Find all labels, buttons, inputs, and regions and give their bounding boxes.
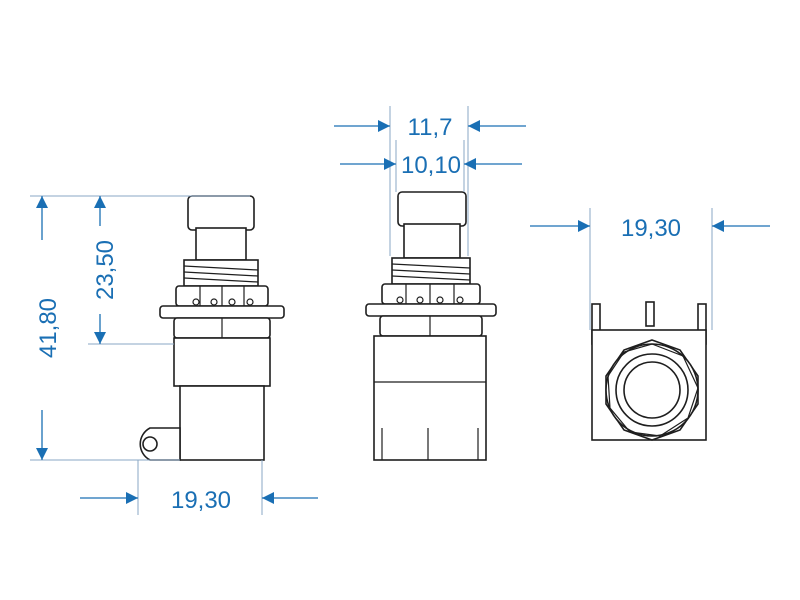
side-view-extension-lines	[30, 195, 263, 515]
front-view-extension-lines	[389, 106, 469, 256]
dimension-front-outer: 11,7	[334, 114, 526, 141]
dimension-front-inner: 10,10	[340, 152, 522, 179]
side-view-switch	[139, 195, 285, 461]
dimension-side-width: 19,30	[80, 487, 318, 514]
dimension-upper-height: 23,50	[92, 196, 119, 344]
dimension-front-outer-label: 11,7	[408, 114, 453, 141]
dimension-bottom-width-label: 19,30	[621, 215, 681, 242]
bottom-view-switch	[591, 301, 707, 441]
dimension-total-height: 41,80	[35, 196, 62, 460]
dimension-side-width-label: 19,30	[171, 487, 231, 514]
dimension-front-inner-label: 10,10	[401, 152, 461, 179]
dimension-bottom-width: 19,30	[530, 215, 770, 242]
dimension-total-height-label: 41,80	[35, 298, 62, 358]
dimension-upper-height-label: 23,50	[92, 240, 119, 300]
front-view-switch	[365, 191, 497, 461]
